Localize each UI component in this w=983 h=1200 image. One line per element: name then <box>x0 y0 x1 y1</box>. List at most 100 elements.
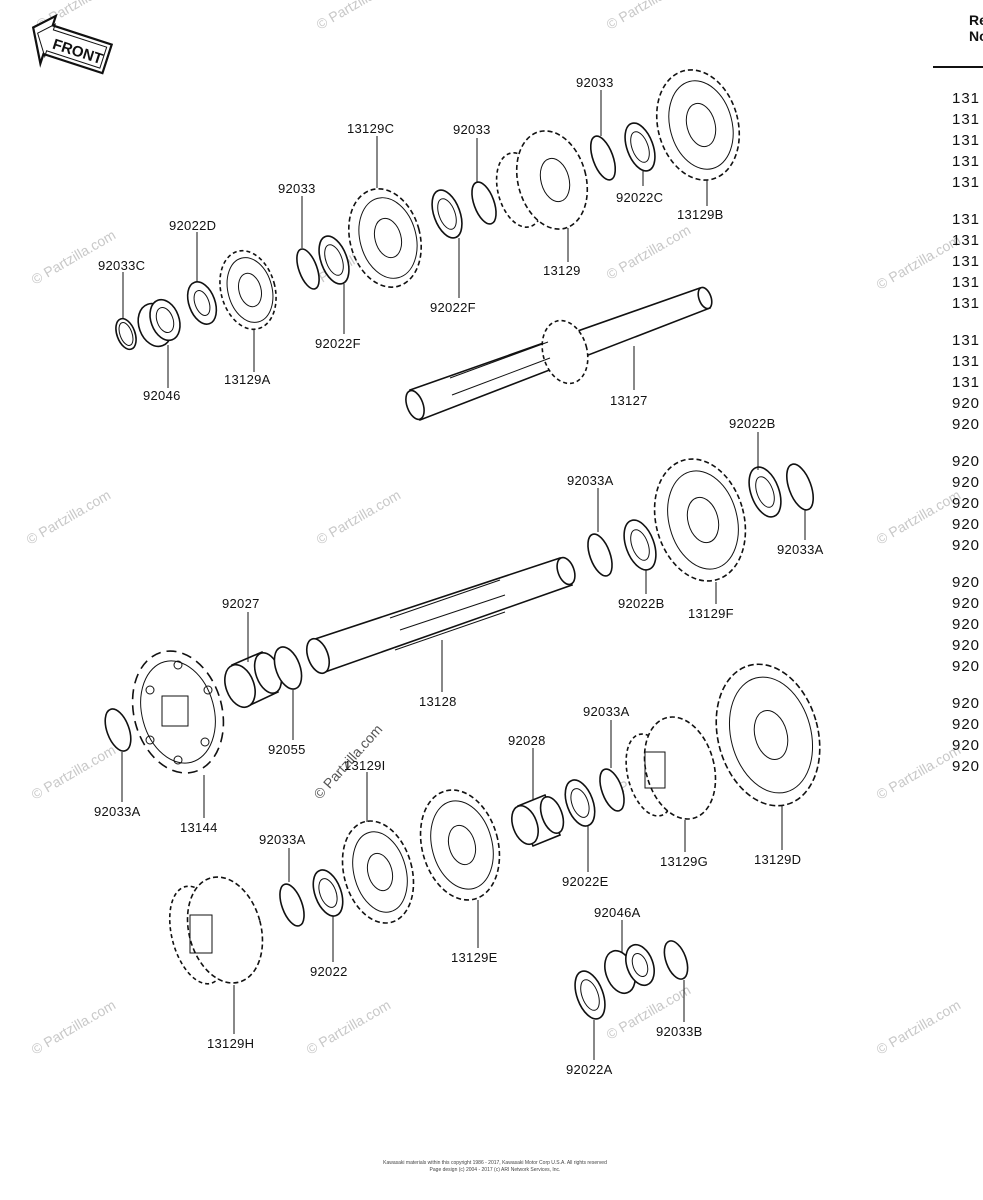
callout-13129: 13129 <box>543 263 581 278</box>
callout-13129E: 13129E <box>451 950 498 965</box>
watermark: © Partzilla.com <box>314 487 404 548</box>
callout-92022A: 92022A <box>566 1062 613 1077</box>
callout-92022B: 92022B <box>729 416 776 431</box>
part-92022B-washer <box>748 466 782 518</box>
reference-header: Re <box>969 12 983 28</box>
part-92022B-washer <box>623 519 657 571</box>
part-92033B-circlip <box>663 940 689 980</box>
callout-13144: 13144 <box>180 820 218 835</box>
reference-divider <box>933 66 983 68</box>
reference-item: 131 <box>952 211 981 228</box>
part-92033-circlip <box>471 181 497 225</box>
reference-item: 920 <box>952 695 981 712</box>
reference-item: 131 <box>952 132 981 149</box>
callout-92022D: 92022D <box>169 218 216 233</box>
callout-92033A: 92033A <box>567 473 614 488</box>
part-13129-gear <box>495 130 589 230</box>
callout-92033: 92033 <box>576 75 614 90</box>
reference-item: 920 <box>952 595 981 612</box>
reference-item: 131 <box>952 232 981 249</box>
footer-page-design: Page design (c) 2004 - 2017 (c) ARI Netw… <box>429 1167 561 1173</box>
callout-92022F: 92022F <box>430 300 476 315</box>
reference-item: 920 <box>952 516 981 533</box>
part-13129B-gear <box>655 69 741 181</box>
callout-92033C: 92033C <box>98 258 145 273</box>
callout-13129F: 13129F <box>688 606 734 621</box>
part-13129A-gear <box>219 249 277 331</box>
part-92028-bushing <box>511 793 565 848</box>
part-92033A-circlip <box>104 708 132 752</box>
part-92033A-circlip <box>599 768 625 812</box>
callout-92046: 92046 <box>143 388 181 403</box>
watermark: © Partzilla.com <box>604 222 694 283</box>
reference-header: No <box>969 28 983 44</box>
callout-92022: 92022 <box>310 964 348 979</box>
callout-13127: 13127 <box>610 393 648 408</box>
callout-92033B: 92033B <box>656 1024 703 1039</box>
callout-13128: 13128 <box>419 694 457 709</box>
part-92033-circlip <box>589 135 617 181</box>
part-13128-shaft <box>305 556 576 675</box>
footer-copyright: Kawasaki materials within this copyright… <box>383 1160 607 1166</box>
watermark: © Partzilla.com <box>604 0 694 33</box>
watermark: © Partzilla.com <box>24 487 114 548</box>
callout-92033A: 92033A <box>94 804 141 819</box>
part-92033C-circlip <box>115 317 137 351</box>
callout-92033A: 92033A <box>259 832 306 847</box>
reference-item: 131 <box>952 295 981 312</box>
reference-item: 920 <box>952 416 981 433</box>
callout-13129A: 13129A <box>224 372 271 387</box>
reference-item: 920 <box>952 758 981 775</box>
part-13129I-gear <box>341 820 415 924</box>
reference-item: 920 <box>952 453 981 470</box>
part-92022D-washer <box>186 281 218 325</box>
part-92055-o-ring <box>273 646 303 690</box>
part-92022C-washer <box>624 122 656 172</box>
callout-92046A: 92046A <box>594 905 641 920</box>
callout-92028: 92028 <box>508 733 546 748</box>
watermark: © Partzilla.com <box>304 997 394 1058</box>
watermarks: © Partzilla.com © Partzilla.com © Partzi… <box>24 0 964 1058</box>
callout-92022F: 92022F <box>315 336 361 351</box>
part-92046A-needle-bearing <box>604 943 655 995</box>
part-92022-washer <box>312 869 344 917</box>
reference-item: 131 <box>952 353 981 370</box>
part-92046-needle-bearing <box>137 298 181 348</box>
callout-92033A: 92033A <box>583 704 630 719</box>
reference-item: 131 <box>952 332 981 349</box>
part-92033-circlip <box>296 248 320 290</box>
part-92022A-washer <box>574 970 606 1020</box>
part-13129G-gear <box>625 716 717 820</box>
reference-item: 920 <box>952 616 981 633</box>
callout-92033A: 92033A <box>777 542 824 557</box>
reference-item: 920 <box>952 395 981 412</box>
reference-item: 131 <box>952 174 981 191</box>
part-92033A-circlip <box>786 463 814 511</box>
callout-92055: 92055 <box>268 742 306 757</box>
reference-item: 131 <box>952 274 981 291</box>
watermark: © Partzilla.com <box>314 0 404 33</box>
part-13129E-gear <box>419 789 501 901</box>
reference-item: 131 <box>952 374 981 391</box>
callout-13129B: 13129B <box>677 207 724 222</box>
callout-13129D: 13129D <box>754 852 801 867</box>
part-13127-shaft <box>405 286 713 422</box>
callout-labels: 92033C 92046 92022D 13129A 92033 92022F … <box>94 75 824 1077</box>
reference-item: 920 <box>952 637 981 654</box>
part-92027-collar <box>224 650 283 709</box>
part-92022F-washer <box>431 189 463 239</box>
callout-92022E: 92022E <box>562 874 609 889</box>
watermark: © Partzilla.com <box>29 997 119 1058</box>
callout-92022C: 92022C <box>616 190 663 205</box>
reference-item: 131 <box>952 153 981 170</box>
reference-item: 920 <box>952 658 981 675</box>
reference-item: 920 <box>952 474 981 491</box>
watermark: © Partzilla.com <box>29 742 119 803</box>
part-13129F-gear <box>653 458 747 582</box>
reference-item: 131 <box>952 253 981 270</box>
reference-item: 920 <box>952 716 981 733</box>
callout-92033: 92033 <box>453 122 491 137</box>
reference-item: 920 <box>952 574 981 591</box>
